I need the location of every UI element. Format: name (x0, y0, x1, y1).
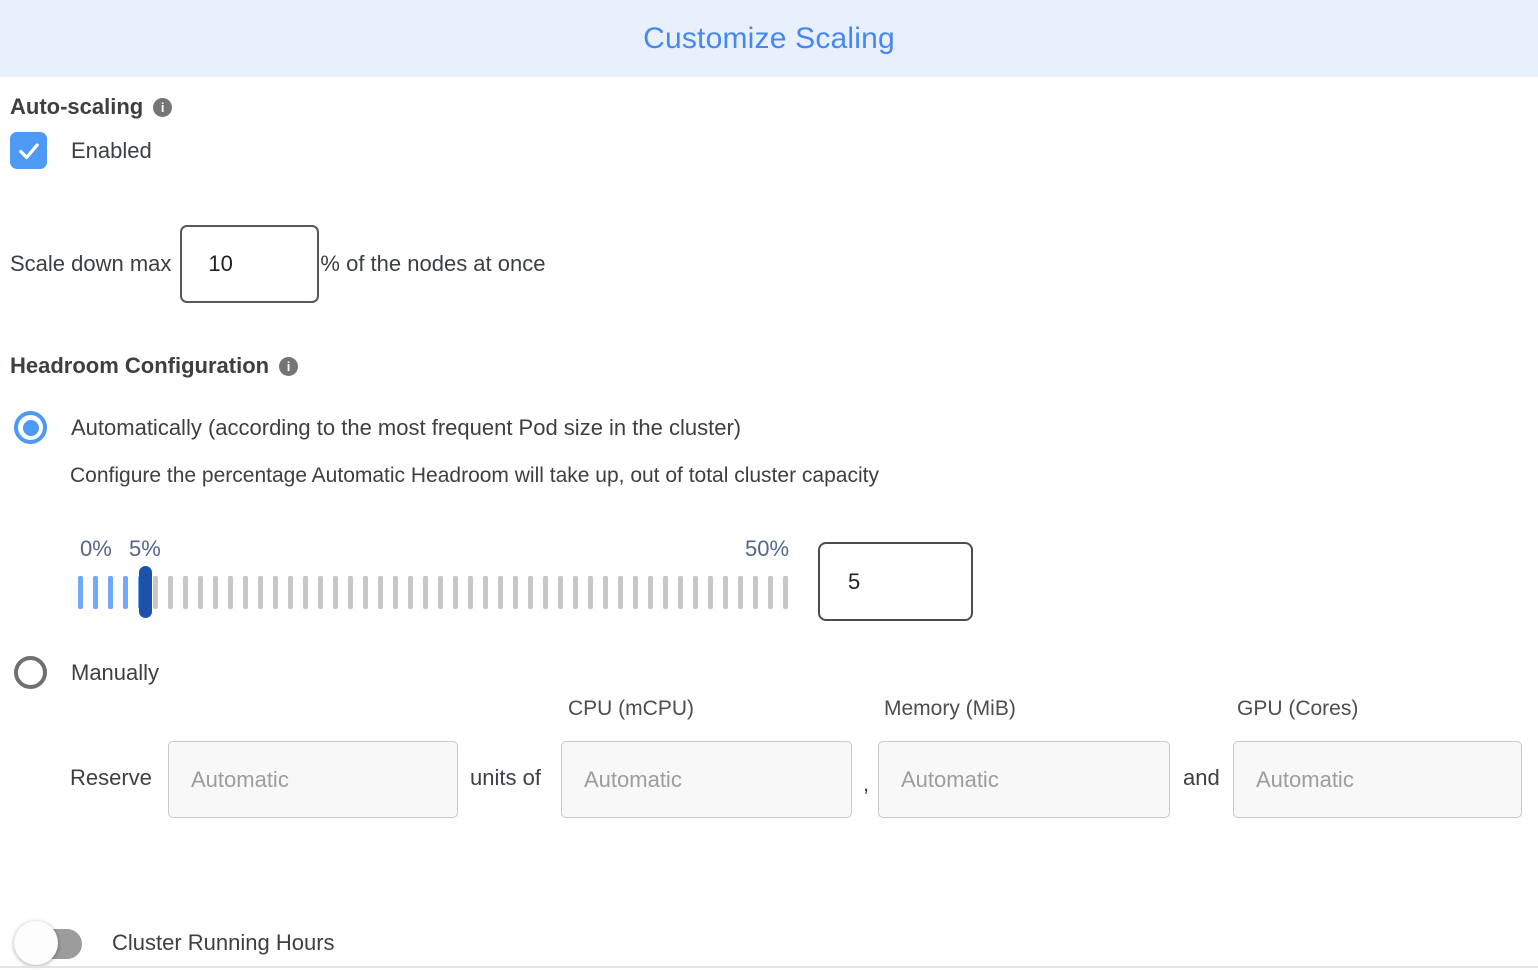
slider-tick[interactable] (423, 576, 428, 609)
headroom-section-header: Headroom Configuration i (10, 353, 1538, 379)
slider-tick[interactable] (273, 576, 278, 609)
auto-scaling-label: Auto-scaling (10, 94, 144, 119)
slider-tick[interactable] (603, 576, 608, 609)
manual-reserve-area: CPU (mCPU) Memory (MiB) GPU (Cores) Rese… (0, 695, 1538, 827)
slider-tick[interactable] (153, 576, 158, 609)
manually-radio[interactable] (14, 656, 47, 689)
slider-tick[interactable] (408, 576, 413, 609)
slider-tick[interactable] (258, 576, 263, 609)
headroom-label: Headroom Configuration (10, 353, 270, 378)
dialog-title: Customize Scaling (643, 21, 895, 55)
slider-tick[interactable] (483, 576, 488, 609)
scale-down-max-input[interactable] (180, 225, 320, 303)
slider-tick[interactable] (678, 576, 683, 609)
slider-current-label: 5% (129, 536, 161, 561)
reserve-gpu-input[interactable] (1233, 741, 1522, 818)
automatic-radio-label: Automatically (according to the most fre… (71, 414, 742, 440)
slider-tick[interactable] (228, 576, 233, 609)
headroom-manual-option: Manually (14, 656, 1538, 689)
slider-tick[interactable] (183, 576, 188, 609)
slider-tick[interactable] (318, 576, 323, 609)
slider-tick[interactable] (333, 576, 338, 609)
slider-tick[interactable] (363, 576, 368, 609)
slider-tick[interactable] (513, 576, 518, 609)
slider-tick[interactable] (588, 576, 593, 609)
headroom-slider-ticks[interactable] (78, 576, 798, 609)
info-icon[interactable]: i (153, 97, 173, 117)
slider-tick[interactable] (123, 576, 128, 609)
slider-tick[interactable] (558, 576, 563, 609)
scale-down-suffix: % of the nodes at once (320, 251, 546, 276)
and-separator: and (1183, 765, 1220, 790)
slider-tick[interactable] (108, 576, 113, 609)
auto-scaling-section-header: Auto-scaling i (10, 94, 1538, 120)
slider-tick[interactable] (213, 576, 218, 609)
slider-tick[interactable] (168, 576, 173, 609)
slider-tick[interactable] (348, 576, 353, 609)
slider-tick[interactable] (78, 576, 83, 609)
units-of-label: units of (470, 765, 541, 790)
radio-dot (22, 419, 39, 436)
slider-tick[interactable] (498, 576, 503, 609)
slider-handle[interactable] (139, 566, 152, 618)
auto-scaling-checkbox[interactable] (10, 132, 47, 169)
cluster-running-hours-label: Cluster Running Hours (112, 930, 335, 955)
slider-tick[interactable] (303, 576, 308, 609)
slider-tick[interactable] (453, 576, 458, 609)
gpu-column-header: GPU (Cores) (1237, 697, 1359, 720)
slider-tick[interactable] (528, 576, 533, 609)
slider-tick[interactable] (198, 576, 203, 609)
scale-down-row: Scale down max % of the nodes at once (10, 225, 1538, 303)
slider-tick[interactable] (393, 576, 398, 609)
checkmark-icon (18, 142, 39, 159)
cluster-running-hours-toggle[interactable] (14, 921, 84, 965)
slider-max-label: 50% (745, 536, 790, 561)
headroom-automatic-option: Automatically (according to the most fre… (14, 411, 1538, 444)
slider-tick[interactable] (738, 576, 743, 609)
slider-tick[interactable] (243, 576, 248, 609)
slider-min-label: 0% (80, 536, 112, 561)
slider-tick[interactable] (648, 576, 653, 609)
headroom-percentage-input[interactable] (818, 542, 973, 621)
slider-tick[interactable] (438, 576, 443, 609)
automatic-radio[interactable] (14, 411, 47, 444)
slider-tick[interactable] (633, 576, 638, 609)
slider-tick[interactable] (618, 576, 623, 609)
comma-separator: , (863, 771, 870, 796)
slider-tick[interactable] (543, 576, 548, 609)
headroom-description: Configure the percentage Automatic Headr… (70, 464, 879, 487)
manually-radio-label: Manually (71, 659, 160, 685)
slider-tick[interactable] (378, 576, 383, 609)
reserve-label: Reserve (70, 765, 152, 790)
slider-tick[interactable] (288, 576, 293, 609)
slider-tick[interactable] (723, 576, 728, 609)
slider-tick[interactable] (753, 576, 758, 609)
headroom-slider: 0% 5% 50% (0, 534, 1538, 634)
slider-tick[interactable] (783, 576, 788, 609)
slider-tick[interactable] (768, 576, 773, 609)
slider-tick[interactable] (708, 576, 713, 609)
reserve-units-input[interactable] (168, 741, 458, 818)
dialog-header: Customize Scaling (0, 0, 1538, 77)
slider-tick[interactable] (663, 576, 668, 609)
reserve-cpu-input[interactable] (561, 741, 852, 818)
bottom-divider (0, 966, 1538, 968)
slider-tick[interactable] (573, 576, 578, 609)
slider-tick[interactable] (693, 576, 698, 609)
reserve-memory-input[interactable] (878, 741, 1170, 818)
toggle-knob (14, 921, 58, 965)
memory-column-header: Memory (MiB) (884, 697, 1016, 720)
info-icon[interactable]: i (279, 356, 299, 376)
auto-scaling-enabled-row: Enabled (10, 132, 1538, 169)
cluster-running-hours-row: Cluster Running Hours (14, 921, 1538, 965)
slider-tick[interactable] (93, 576, 98, 609)
scale-down-prefix: Scale down max (10, 251, 172, 276)
auto-scaling-checkbox-label: Enabled (71, 137, 152, 163)
slider-tick[interactable] (468, 576, 473, 609)
cpu-column-header: CPU (mCPU) (568, 697, 694, 720)
